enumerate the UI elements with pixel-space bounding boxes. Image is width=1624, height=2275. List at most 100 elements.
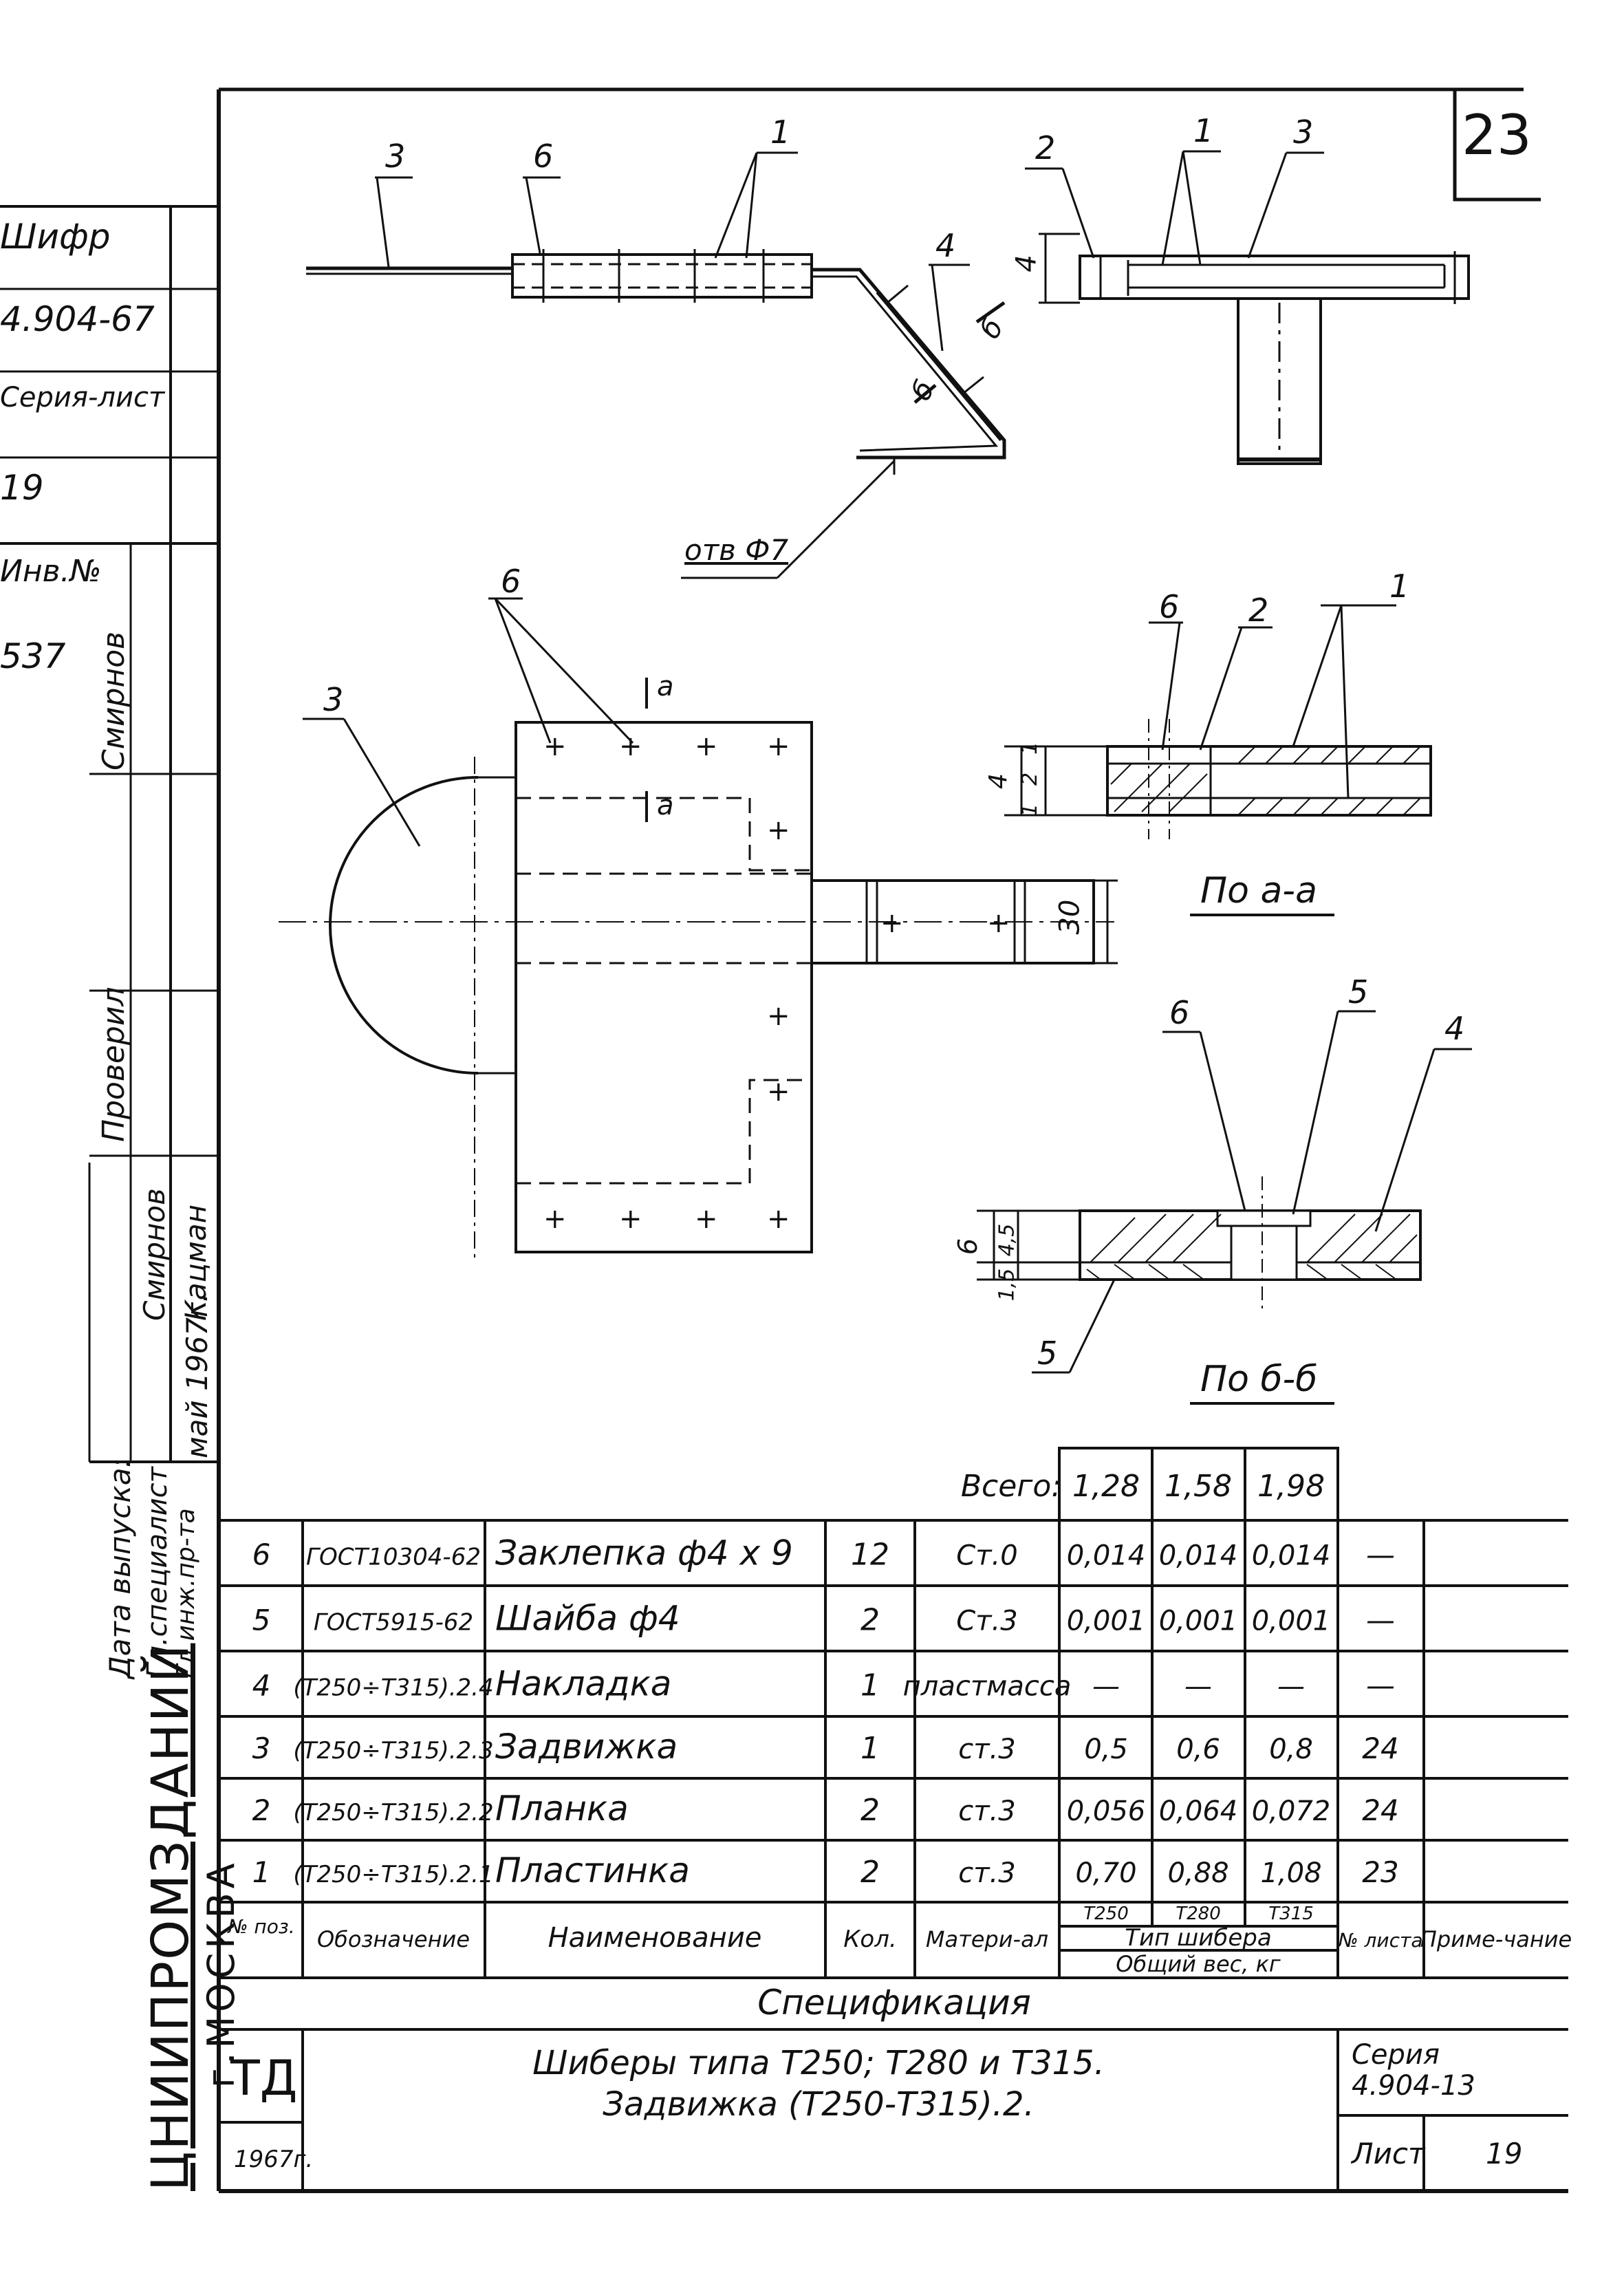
header-code: Обозначение bbox=[317, 1926, 470, 1952]
spec-cell-code: (Т250÷Т315).2.1 bbox=[293, 1861, 493, 1888]
spec-cell-qty: 1 bbox=[860, 1668, 880, 1703]
side-view-drawing bbox=[306, 151, 1006, 579]
spec-cell-qty: 1 bbox=[860, 1731, 880, 1766]
spec-cell-pos: 1 bbox=[252, 1855, 271, 1889]
total-t250: 1,28 bbox=[1072, 1469, 1140, 1504]
spec-cell-material: ст.3 bbox=[958, 1857, 1015, 1889]
tb-title-line1: Шиберы типа Т250; Т280 и Т315. bbox=[532, 2044, 1105, 2082]
header-note: Приме-чание bbox=[1420, 1926, 1572, 1952]
tb-sheet-label: Лист bbox=[1350, 2137, 1426, 2170]
callout-3c: 3 bbox=[323, 681, 344, 718]
spec-cell-sheet: 23 bbox=[1362, 1855, 1398, 1889]
spec-cell-w1: 0,056 bbox=[1067, 1796, 1146, 1827]
callout-3a: 3 bbox=[385, 138, 406, 175]
plan-view-drawing bbox=[279, 597, 1118, 1259]
svg-text:+: + bbox=[767, 1203, 790, 1235]
callout-5a: 5 bbox=[1348, 973, 1369, 1011]
org-city: г.МОСКВА bbox=[199, 1859, 243, 2088]
spec-cell-sheet: 24 bbox=[1362, 1732, 1398, 1765]
header-type-label: Тип шибера bbox=[1125, 1924, 1271, 1952]
spec-cell-code: (Т250÷Т315).2.3 bbox=[293, 1737, 493, 1765]
svg-text:+: + bbox=[543, 1203, 567, 1235]
spec-cell-qty: 12 bbox=[851, 1538, 889, 1573]
spec-cell-w1: 0,5 bbox=[1084, 1734, 1128, 1765]
spec-cell-sheet: — bbox=[1366, 1669, 1395, 1703]
spec-cell-w3: 0,072 bbox=[1252, 1796, 1331, 1827]
spec-cell-w3: 0,8 bbox=[1269, 1734, 1313, 1765]
spec-cell-w3: 0,001 bbox=[1252, 1606, 1331, 1637]
spec-cell-w2: 0,6 bbox=[1176, 1734, 1220, 1765]
spec-cell-material: ст.3 bbox=[958, 1734, 1015, 1765]
header-qty: Кол. bbox=[843, 1926, 896, 1953]
svg-text:+: + bbox=[543, 731, 567, 762]
spec-cell-code: ГОСТ10304-62 bbox=[306, 1544, 481, 1571]
svg-text:+: + bbox=[619, 1203, 642, 1235]
spec-cell-w3: 1,08 bbox=[1260, 1857, 1321, 1889]
callout-4b: 4 bbox=[1444, 1010, 1465, 1047]
tb-series-value: 4.904-13 bbox=[1352, 2070, 1475, 2102]
view-label-bb: По б-б bbox=[1200, 1359, 1318, 1400]
spec-cell-name: Планка bbox=[495, 1789, 629, 1829]
callout-1b: 1 bbox=[1193, 112, 1214, 149]
spec-cell-pos: 6 bbox=[252, 1538, 271, 1572]
section-bb-drawing bbox=[977, 1010, 1472, 1405]
spec-cell-name: Заклепка ф4 х 9 bbox=[495, 1533, 793, 1573]
spec-cell-material: пластмасса bbox=[903, 1671, 1072, 1703]
view-label-aa: По а-а bbox=[1200, 870, 1317, 912]
spec-cell-w2: 0,88 bbox=[1167, 1857, 1228, 1889]
svg-text:+: + bbox=[767, 1000, 790, 1032]
spec-cell-w1: — bbox=[1092, 1671, 1120, 1703]
spec-cell-pos: 4 bbox=[252, 1669, 271, 1703]
section-aa-drawing bbox=[1004, 604, 1432, 916]
svg-text:+: + bbox=[695, 731, 718, 762]
callout-2b: 2 bbox=[1248, 592, 1269, 629]
spec-cell-pos: 5 bbox=[252, 1604, 271, 1637]
header-type-t280: Т280 bbox=[1176, 1904, 1221, 1924]
callout-1c: 1 bbox=[1389, 568, 1410, 605]
svg-text:+: + bbox=[767, 815, 790, 846]
spec-cell-w2: 0,014 bbox=[1159, 1540, 1238, 1572]
callout-4a: 4 bbox=[935, 227, 956, 264]
header-name: Наименование bbox=[548, 1922, 762, 1954]
spec-cell-code: ГОСТ5915-62 bbox=[314, 1609, 473, 1637]
callout-3b: 3 bbox=[1293, 114, 1314, 151]
svg-text:+: + bbox=[767, 731, 790, 762]
header-weight-label: Общий вес, кг bbox=[1116, 1951, 1281, 1977]
callout-2a: 2 bbox=[1035, 129, 1056, 166]
spec-cell-name: Пластинка bbox=[495, 1851, 690, 1890]
spec-cell-w2: 0,001 bbox=[1159, 1606, 1238, 1637]
total-label: Всего: bbox=[961, 1469, 1061, 1504]
spec-cell-material: ст.3 bbox=[958, 1796, 1015, 1827]
tb-year: 1967г. bbox=[234, 2146, 313, 2173]
spec-title: Спецификация bbox=[757, 1983, 1031, 2023]
callout-6c: 6 bbox=[1159, 588, 1180, 625]
spec-cell-name: Задвижка bbox=[495, 1727, 678, 1767]
callout-6d: 6 bbox=[1169, 994, 1190, 1031]
spec-cell-name: Шайба ф4 bbox=[495, 1599, 680, 1639]
rivet-marks: ++++ + ++ ++++ ++ bbox=[543, 731, 1010, 1235]
spec-cell-w1: 0,014 bbox=[1067, 1540, 1146, 1572]
svg-text:+: + bbox=[695, 1203, 718, 1235]
svg-text:+: + bbox=[987, 907, 1010, 939]
spec-cell-sheet: — bbox=[1366, 1604, 1395, 1637]
callout-6b: 6 bbox=[501, 563, 521, 600]
header-type-t315: Т315 bbox=[1268, 1904, 1314, 1924]
spec-cell-w1: 0,001 bbox=[1067, 1606, 1146, 1637]
section-a-mark-2: а bbox=[657, 790, 674, 821]
spec-cell-w1: 0,70 bbox=[1075, 1857, 1136, 1889]
stamp-field-series-value: 19 bbox=[0, 468, 44, 508]
section-a-mark-1: а bbox=[657, 671, 674, 702]
spec-cell-name: Накладка bbox=[495, 1664, 671, 1704]
spec-cell-qty: 2 bbox=[860, 1855, 880, 1890]
stamp-field-inv: Инв.№ bbox=[0, 554, 102, 589]
header-material: Матери-ал bbox=[926, 1926, 1048, 1952]
stamp-field-code: Шифр bbox=[0, 217, 111, 257]
spec-cell-sheet: — bbox=[1366, 1538, 1395, 1572]
svg-text:+: + bbox=[767, 1076, 790, 1108]
spec-cell-qty: 2 bbox=[860, 1793, 880, 1828]
header-sheet: № листа bbox=[1337, 1929, 1423, 1952]
stamp-field-series: Серия-лист bbox=[0, 382, 165, 413]
org-name: ЦНИИПРОМЗДАНИЙ bbox=[141, 1643, 200, 2191]
